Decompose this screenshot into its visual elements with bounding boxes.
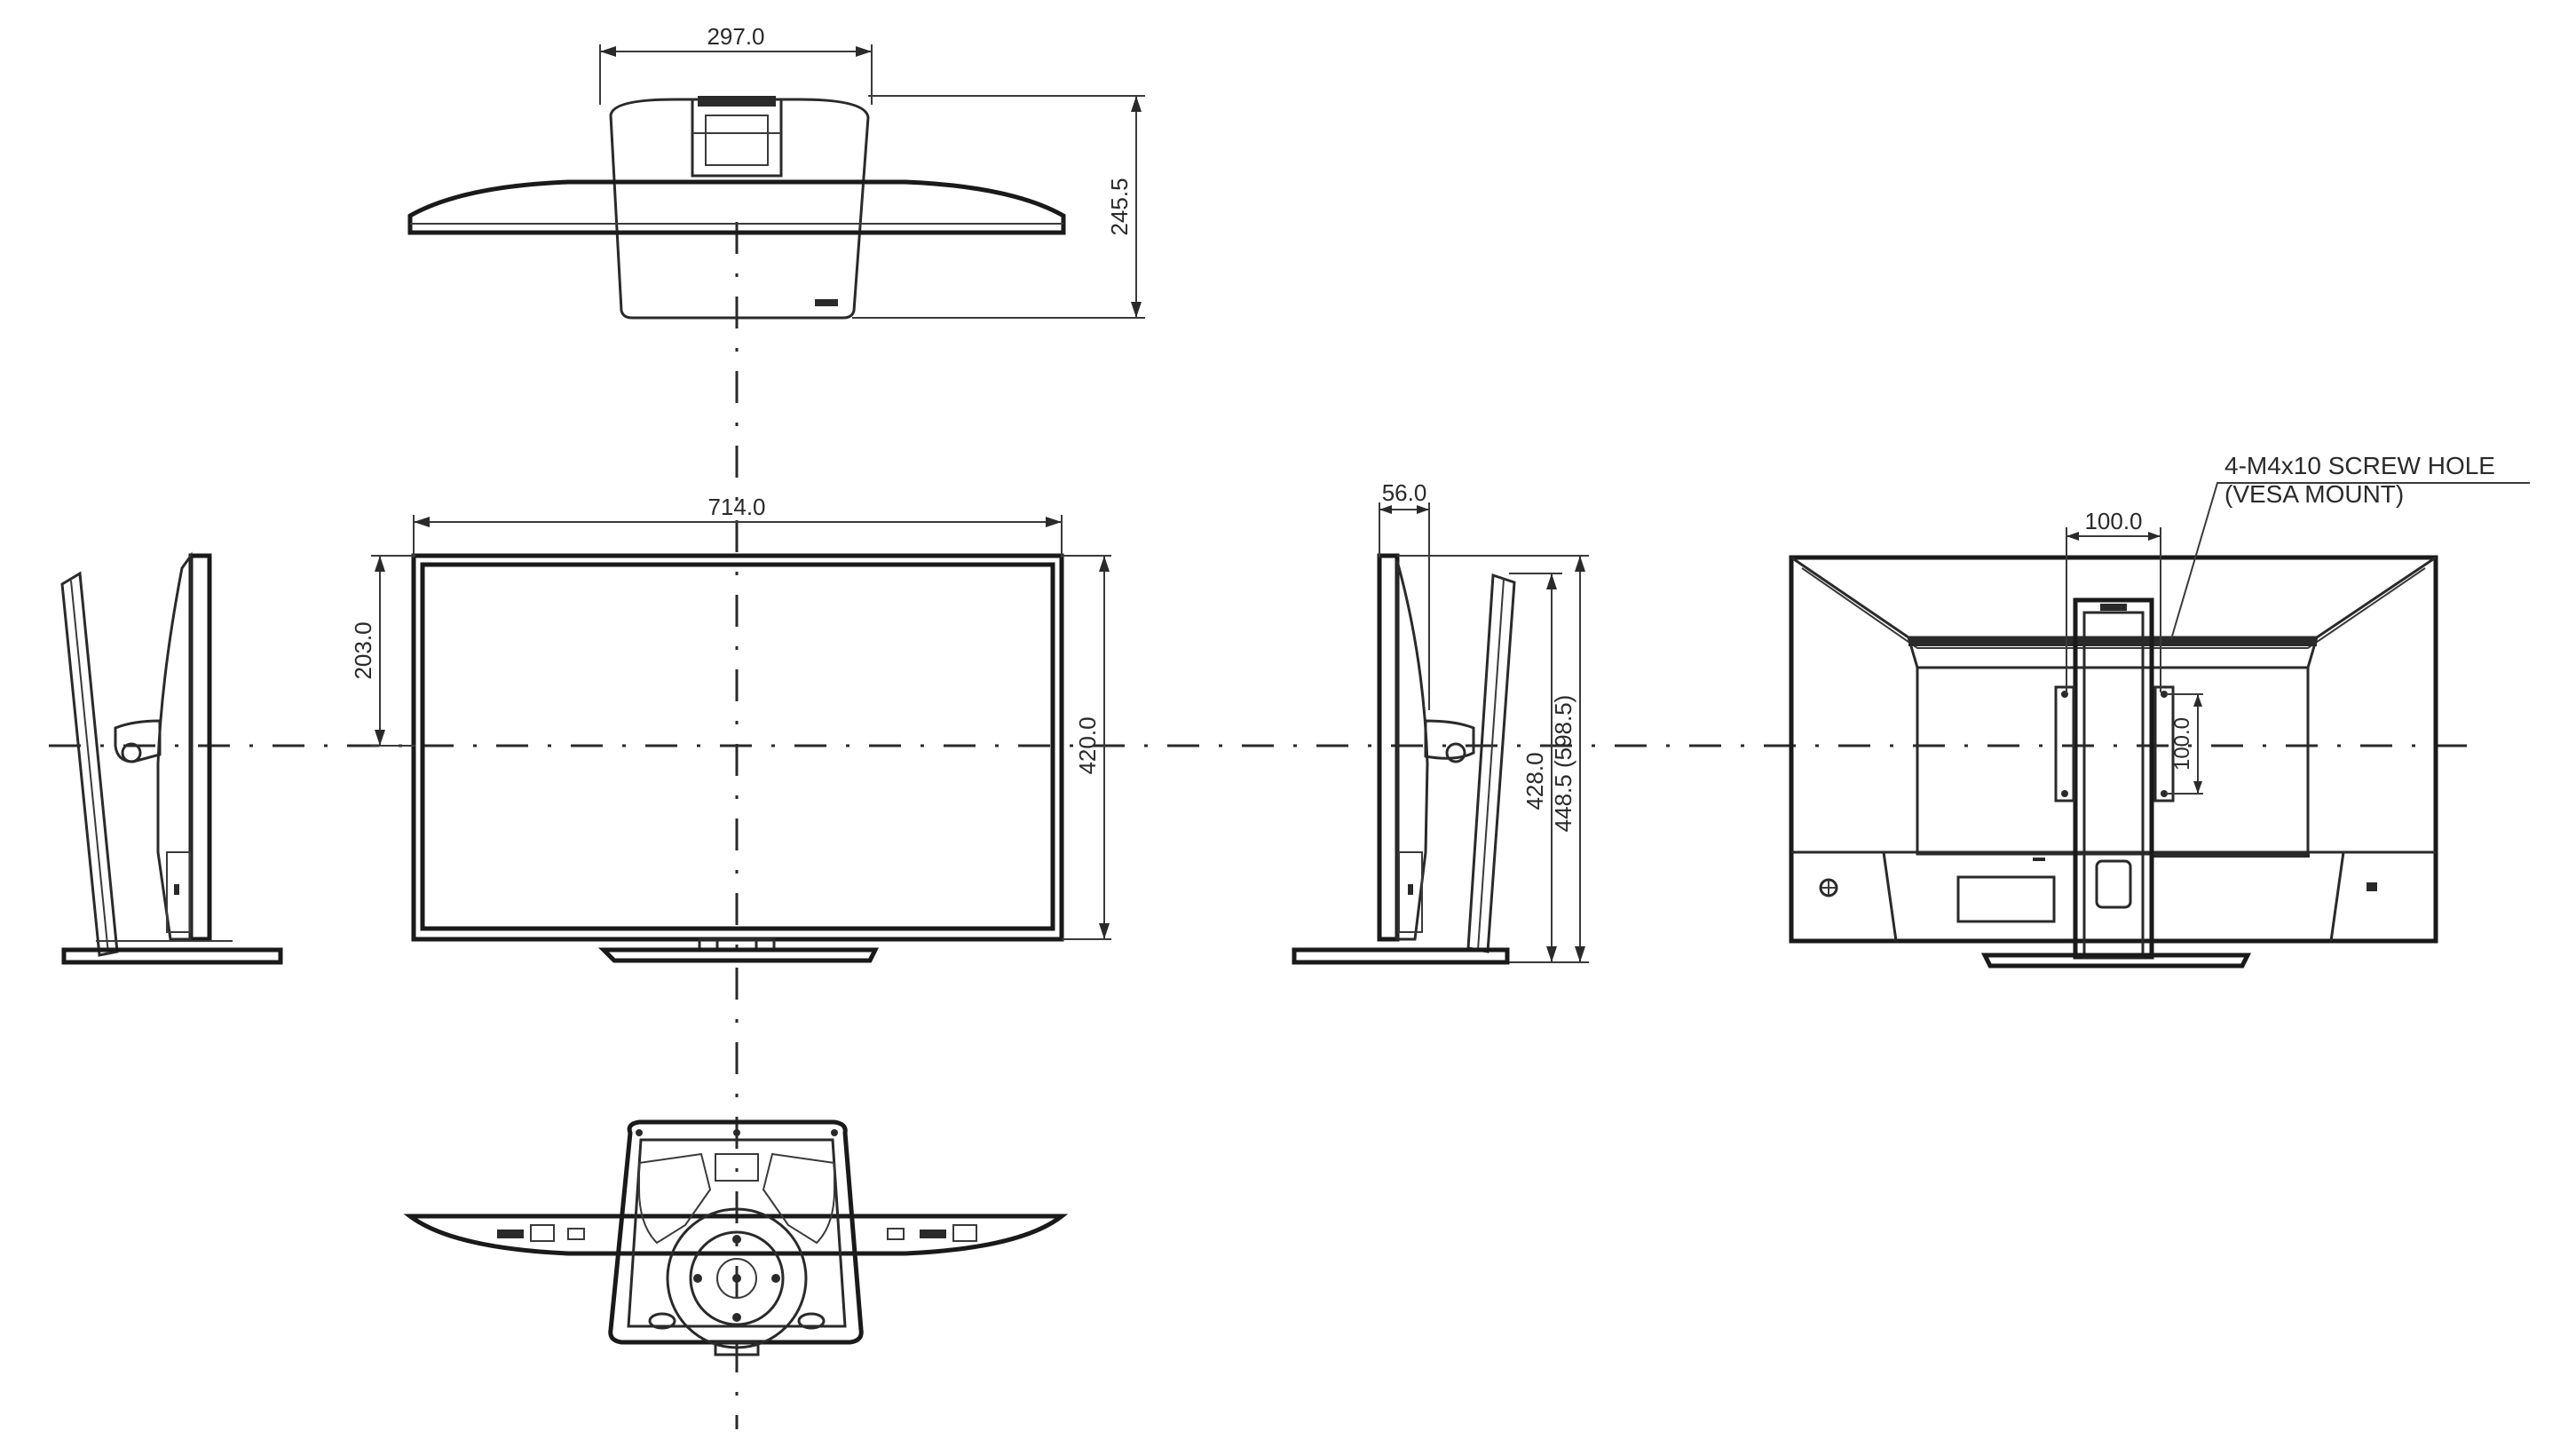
top-view-depth-label: 245.5 xyxy=(1106,178,1133,235)
side-height-min-label: 428.0 xyxy=(1521,752,1548,810)
side-depth-label: 56.0 xyxy=(1382,479,1427,506)
front-height-label: 420.0 xyxy=(1074,716,1101,774)
top-view: 297.0 245.5 xyxy=(407,23,1145,320)
vesa-mount-note: (VESA MOUNT) xyxy=(2224,480,2404,508)
front-view: 714.0 420.0 203.0 xyxy=(350,494,1111,963)
front-width-label: 714.0 xyxy=(707,494,765,520)
right-side-view: 56.0 428.0 448.5 (598.5) xyxy=(1292,479,1589,965)
bottom-view xyxy=(403,1119,1069,1356)
top-view-width-label: 297.0 xyxy=(707,23,764,50)
screw-hole-note: 4-M4x10 SCREW HOLE xyxy=(2224,452,2495,479)
front-upper-height-label: 203.0 xyxy=(350,621,376,679)
side-height-max-label: 448.5 (598.5) xyxy=(1550,695,1576,833)
left-side-view xyxy=(60,551,283,965)
rear-view: 100.0 100.0 4-M4x10 SCREW HOLE (VESA MOU… xyxy=(1789,452,2530,969)
vesa-horizontal-label: 100.0 xyxy=(2084,508,2142,534)
vesa-vertical-label: 100.0 xyxy=(2170,717,2194,771)
